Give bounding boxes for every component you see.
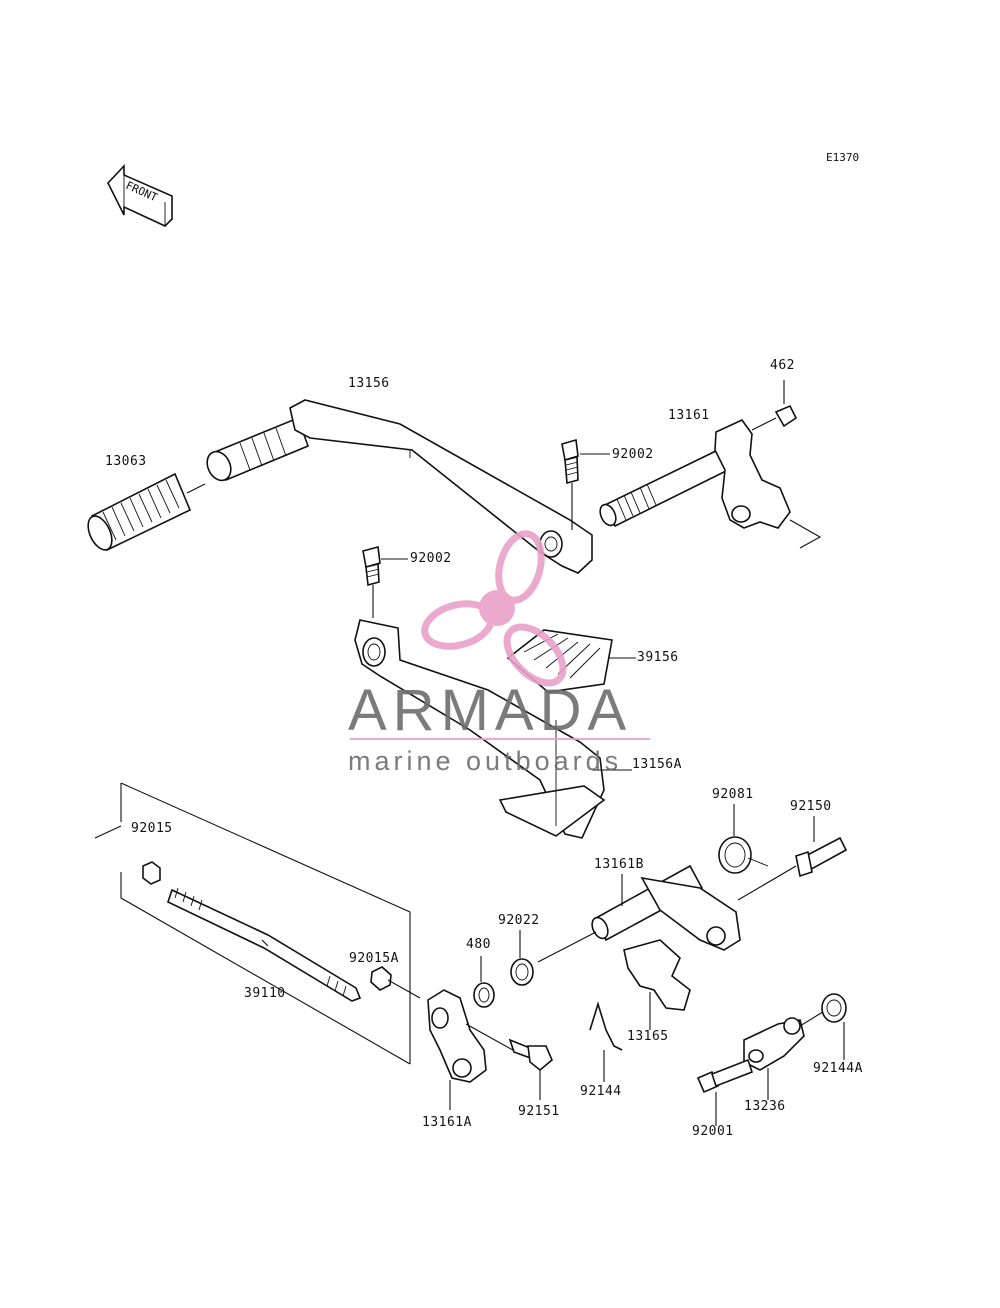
part-label-462: 462 — [770, 358, 795, 373]
plate-13165 — [623, 939, 691, 1030]
part-label-13236: 13236 — [744, 1099, 786, 1114]
shift-shaft — [599, 417, 822, 549]
bolt-92151 — [508, 1038, 553, 1100]
part-label-92001: 92001 — [692, 1124, 734, 1139]
circlip — [774, 380, 798, 428]
part-label-92015: 92015 — [131, 821, 173, 836]
part-label-92151: 92151 — [518, 1104, 560, 1119]
lower-shift-arm — [427, 989, 521, 1110]
washer — [510, 930, 534, 986]
part-label-39156: 39156 — [637, 650, 679, 665]
part-label-13156: 13156 — [348, 376, 390, 391]
part-label-92022: 92022 — [498, 913, 540, 928]
armada-watermark: ARMADA marine outboards — [348, 530, 650, 776]
spring-92081 — [718, 804, 769, 874]
stud-92150 — [737, 816, 848, 901]
part-label-92081: 92081 — [712, 787, 754, 802]
bolt-lower — [362, 545, 408, 618]
watermark-tagline: marine outboards — [348, 746, 622, 776]
part-label-480: 480 — [466, 937, 491, 952]
spring-92144a — [821, 993, 847, 1060]
part-label-13165: 13165 — [627, 1029, 669, 1044]
spring-92144 — [589, 1001, 623, 1082]
part-label-13156A: 13156A — [632, 757, 682, 772]
front-arrow-icon: FRONT — [107, 163, 173, 227]
part-label-92150: 92150 — [790, 799, 832, 814]
bolt-upper — [561, 438, 610, 530]
bolt-92001 — [696, 1058, 753, 1126]
propeller-logo-icon — [421, 530, 567, 687]
part-label-92144A: 92144A — [813, 1061, 863, 1076]
part-label-13063: 13063 — [105, 454, 147, 469]
part-labels: 13063 13156 92002 13161 462 92002 39156 13156A 9… — [105, 358, 863, 1139]
part-label-13161A: 13161A — [422, 1115, 472, 1130]
diagram-code: E1370 — [826, 151, 859, 164]
lower-lever — [354, 619, 632, 839]
part-label-13161: 13161 — [668, 408, 710, 423]
lever-13236 — [743, 1009, 827, 1100]
part-label-92002: 92002 — [410, 551, 452, 566]
part-label-92144: 92144 — [580, 1084, 622, 1099]
part-label-39110: 39110 — [244, 986, 286, 1001]
part-label-92015A: 92015A — [349, 951, 399, 966]
footpeg-rubber — [87, 472, 206, 552]
tie-rod-assembly — [94, 782, 421, 1065]
part-label-13161B: 13161B — [594, 857, 644, 872]
clip-480 — [473, 956, 495, 1008]
shift-lever — [206, 399, 593, 574]
watermark-brand: ARMADA — [348, 678, 632, 743]
watermark-divider — [350, 738, 650, 740]
shaft-13161b — [537, 864, 741, 963]
part-label-92002: 92002 — [612, 447, 654, 462]
